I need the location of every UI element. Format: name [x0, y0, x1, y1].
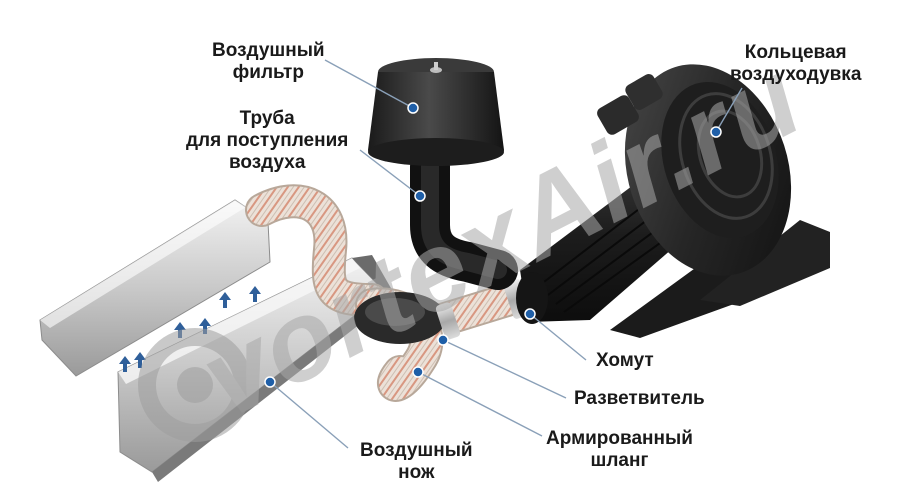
- label-ring-blower: Кольцевая воздуходувка: [730, 42, 862, 85]
- label-air-knife: Воздушный нож: [360, 440, 473, 483]
- intake-pipe-illustration: [410, 146, 518, 290]
- label-splitter: Разветвитель: [574, 388, 705, 409]
- air-filter-illustration: [368, 58, 504, 166]
- label-air-filter: Воздушный фильтр: [212, 40, 325, 83]
- label-reinforced-hose: Армированный шланг: [546, 428, 693, 471]
- ring-blower-illustration: [516, 64, 830, 338]
- label-intake-pipe: Труба для поступления воздуха: [186, 108, 349, 173]
- label-clamp: Хомут: [596, 350, 654, 371]
- leader-lines: [269, 59, 743, 449]
- splitter-illustration: [354, 292, 446, 344]
- leader-markers: [264, 102, 722, 388]
